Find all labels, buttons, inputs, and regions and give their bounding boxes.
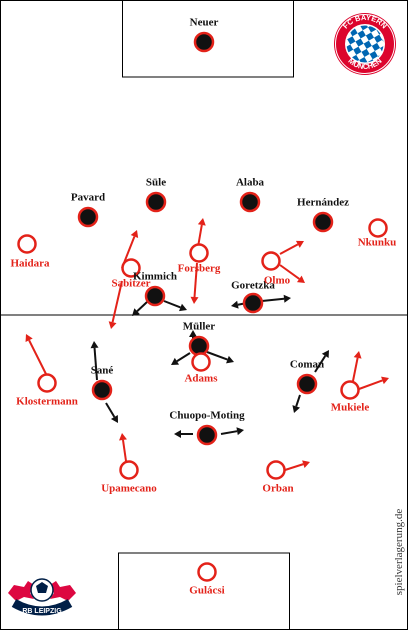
home-movement-arrow <box>220 430 238 435</box>
player-marker-chuopo-moting <box>196 424 218 446</box>
player-marker-olmo <box>261 251 281 271</box>
away-movement-arrow-head <box>302 460 310 468</box>
player-marker-coman <box>296 373 318 395</box>
player-label-neuer: Neuer <box>189 16 219 29</box>
svg-text:RB LEIPZIG: RB LEIPZIG <box>22 608 62 615</box>
player-marker-orban <box>266 460 286 480</box>
svg-text:MÜNCHEN: MÜNCHEN <box>346 56 383 71</box>
away-movement-arrow <box>279 243 299 255</box>
away-movement-arrow-head <box>108 321 117 329</box>
away-movement-arrow-head <box>295 240 304 248</box>
player-label-coman: Coman <box>289 358 325 371</box>
home-movement-arrow-head <box>283 294 291 303</box>
player-label-sane: Sané <box>90 364 114 377</box>
home-movement-arrow-head <box>236 427 244 436</box>
player-label-muller: Müller <box>182 320 216 333</box>
away-movement-arrow-head <box>296 275 305 283</box>
fc-bayern-crest-icon: FC BAYERN MÜNCHEN <box>334 13 396 75</box>
player-marker-haidara <box>17 234 37 254</box>
home-movement-arrow-head <box>231 300 239 309</box>
player-markers <box>17 31 388 582</box>
player-label-forsberg: Forsberg <box>177 262 221 275</box>
home-movement-arrow-head <box>174 430 181 438</box>
away-movement-arrow-head <box>190 296 199 304</box>
home-movement-arrow-head <box>171 357 180 365</box>
away-movement-arrow <box>284 463 304 471</box>
home-movement-arrow <box>295 394 301 407</box>
home-movement-arrow-head <box>292 405 301 413</box>
player-marker-gulacsi <box>197 562 217 582</box>
player-label-mukiele: Mukiele <box>330 401 370 414</box>
away-movement-arrow <box>279 264 300 280</box>
home-movement-arrow <box>176 352 191 363</box>
home-movement-arrow <box>314 355 327 373</box>
home-movement-arrow <box>261 297 285 302</box>
movement-arrows <box>25 218 389 471</box>
watermark: spielverlagerung.de <box>393 508 405 596</box>
rb-leipzig-crest-icon: RB LEIPZIG <box>8 578 76 616</box>
home-movement-arrow-head <box>321 350 329 359</box>
player-marker-pavard <box>77 206 99 228</box>
player-label-nkunku: Nkunku <box>357 236 397 249</box>
player-label-pavard: Pavard <box>70 191 106 204</box>
player-marker-sule <box>145 191 167 213</box>
home-movement-arrow-head <box>132 308 140 316</box>
player-label-haidara: Haidara <box>10 257 50 270</box>
player-marker-nkunku <box>368 218 388 238</box>
home-movement-arrow-head <box>90 341 99 349</box>
away-movement-arrow-head <box>130 230 139 238</box>
player-marker-adams <box>191 352 211 372</box>
player-marker-neuer <box>193 31 215 53</box>
away-movement-arrow-head <box>353 351 362 359</box>
home-movement-arrow <box>93 347 98 381</box>
player-label-orban: Orban <box>262 482 294 495</box>
player-marker-sabitzer <box>121 258 141 278</box>
away-movement-arrow-head <box>25 334 33 343</box>
player-label-adams: Adams <box>184 372 218 385</box>
player-label-klostermann: Klostermann <box>16 395 78 408</box>
player-marker-upamecano <box>119 460 139 480</box>
player-marker-sane <box>91 379 113 401</box>
away-movement-arrow <box>193 262 198 298</box>
player-marker-mukiele <box>340 380 360 400</box>
player-label-hernandez: Hernández <box>297 196 349 209</box>
player-label-sabitzer: Sabitzer <box>111 277 151 290</box>
away-movement-arrow <box>28 339 47 375</box>
player-label-sule: Süle <box>145 176 167 189</box>
player-marker-hernandez <box>312 211 334 233</box>
away-movement-arrow-head <box>197 218 206 226</box>
player-label-kimmich: Kimmich <box>133 270 177 283</box>
bottom-penalty-area <box>118 552 290 630</box>
player-label-chuopo-moting: Chuopo-Moting <box>169 409 245 422</box>
player-marker-goretzka <box>242 292 264 314</box>
home-movement-arrow-head <box>226 355 234 364</box>
home-movement-arrow-head <box>189 330 197 337</box>
away-movement-arrow <box>358 379 383 390</box>
player-label-gulacsi: Gulácsi <box>189 584 225 597</box>
home-movement-arrow-head <box>179 303 187 312</box>
home-movement-arrow-head <box>110 414 118 423</box>
top-penalty-area <box>122 0 294 78</box>
player-label-upamecano: Upamecano <box>101 482 157 495</box>
home-movement-arrow <box>206 351 228 361</box>
away-movement-arrow <box>352 357 359 382</box>
player-marker-forsberg <box>189 243 209 263</box>
player-marker-alaba <box>239 191 261 213</box>
player-label-olmo: Olmo <box>263 274 291 287</box>
player-marker-klostermann <box>37 373 57 393</box>
away-movement-arrow <box>122 439 127 462</box>
player-label-goretzka: Goretzka <box>231 279 275 292</box>
away-movement-arrow-head <box>381 376 389 385</box>
home-movement-arrow <box>163 300 181 309</box>
player-label-alaba: Alaba <box>235 176 265 189</box>
away-movement-arrow-head <box>119 433 127 441</box>
away-movement-arrow <box>111 280 123 323</box>
player-marker-kimmich <box>144 285 166 307</box>
home-movement-arrow <box>105 402 116 418</box>
player-marker-muller <box>188 335 210 357</box>
home-movement-arrow <box>136 301 148 312</box>
